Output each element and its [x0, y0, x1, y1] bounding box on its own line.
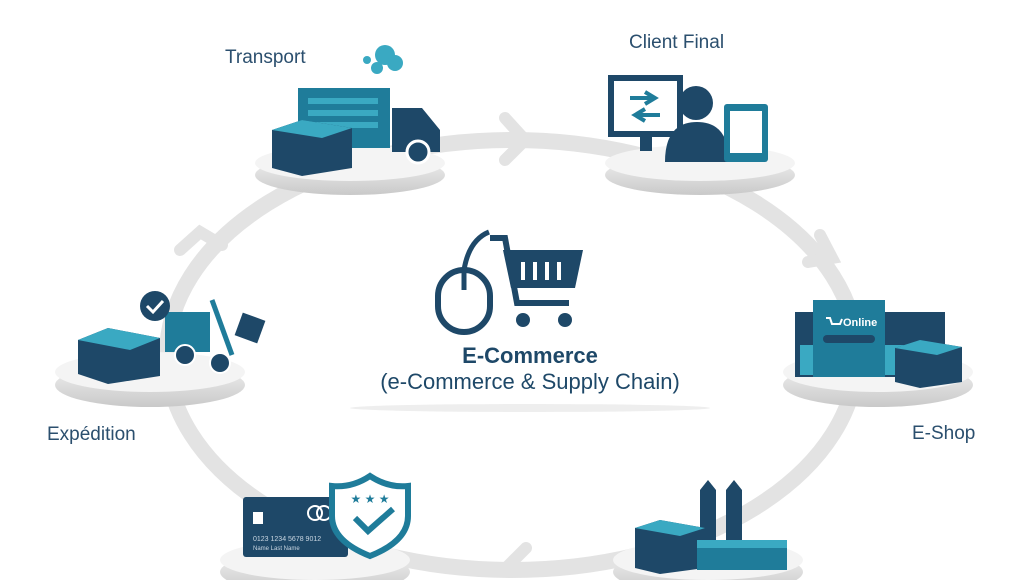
arrow-icon	[802, 229, 842, 268]
cart-icon	[826, 317, 843, 325]
products-stock-icon	[635, 480, 787, 574]
eshop-sign: Online	[843, 317, 877, 329]
credit-card-icon: 0123 1234 5678 9012 Name Last Name	[243, 497, 348, 557]
online-store-icon: Online	[795, 300, 962, 388]
stage-label-eshop: E-Shop	[912, 423, 976, 444]
forklift-icon	[78, 291, 266, 384]
arrow-icon	[499, 112, 534, 166]
cycle-arrows	[174, 112, 842, 574]
ecommerce-cart-mouse-icon	[435, 229, 583, 335]
client-computer-icon	[608, 75, 768, 162]
card-name: Name Last Name	[253, 546, 300, 552]
card-number: 0123 1234 5678 9012	[253, 536, 321, 543]
diagram-title: E-Commerce	[462, 343, 598, 368]
diagram-subtitle: (e-Commerce & Supply Chain)	[380, 369, 680, 394]
stage-label-client-final: Client Final	[629, 32, 725, 53]
stage-label-transport: Transport	[225, 47, 306, 68]
security-shield-icon: ★ ★ ★	[329, 472, 411, 560]
stage-label-expedition: Expédition	[47, 424, 136, 445]
svg-text:★ ★ ★: ★ ★ ★	[351, 492, 390, 506]
checkmark-icon	[145, 299, 165, 315]
truck-icon	[272, 45, 440, 176]
arrow-icon	[174, 224, 228, 256]
arrow-icon	[500, 542, 532, 574]
